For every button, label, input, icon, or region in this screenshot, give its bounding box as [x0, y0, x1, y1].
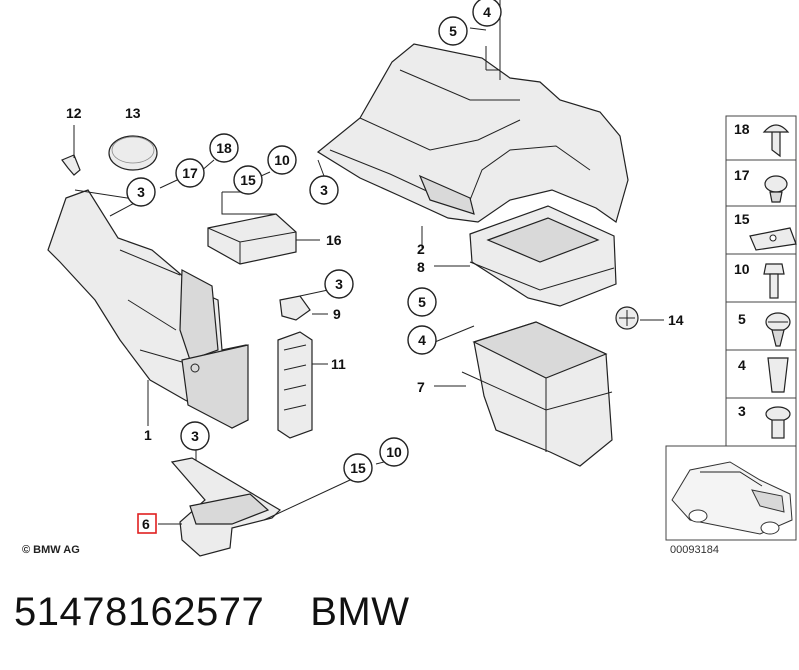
label-13: 13 [125, 105, 141, 121]
svg-text:3: 3 [335, 276, 343, 292]
legend-item-18: 18 [734, 121, 790, 158]
fastener-legend: 18 17 15 10 5 4 3 [725, 115, 797, 447]
label-8: 8 [417, 259, 425, 275]
callout-17: 17 [182, 165, 198, 181]
legend-item-5: 5 [738, 311, 791, 347]
brand-name: BMW [310, 589, 410, 634]
svg-text:15: 15 [734, 211, 750, 227]
car-thumbnail [665, 445, 797, 541]
svg-text:18: 18 [734, 121, 750, 137]
callout-5-a: 5 [449, 23, 457, 39]
part-2-trunk-trim [316, 43, 629, 223]
legend-item-17: 17 [734, 167, 788, 203]
callout-3-b: 3 [335, 276, 343, 292]
svg-text:17: 17 [182, 165, 198, 181]
svg-text:3: 3 [137, 184, 145, 200]
callout-4-b: 4 [418, 332, 426, 348]
svg-text:5: 5 [449, 23, 457, 39]
part-14-plug [615, 306, 639, 330]
svg-text:16: 16 [326, 232, 342, 248]
svg-text:17: 17 [734, 167, 750, 183]
part-12-clip [61, 154, 81, 176]
svg-text:10: 10 [386, 444, 402, 460]
svg-text:1: 1 [144, 427, 152, 443]
svg-text:18: 18 [216, 140, 232, 156]
part-6-tray [170, 457, 281, 557]
part-8-frame [469, 205, 617, 307]
part-13-cover [108, 135, 158, 171]
part-11-strip [277, 331, 313, 439]
svg-text:14: 14 [668, 312, 684, 328]
part-9-bracket [279, 295, 311, 321]
parts-diagram: 3 17 18 15 10 3 3 5 4 5 4 3 15 10 12 13 … [22, 0, 797, 557]
svg-text:15: 15 [240, 172, 256, 188]
footer-caption: 51478162577 BMW [14, 582, 409, 642]
legend-item-10: 10 [734, 261, 785, 299]
part-1-side-trim [47, 189, 249, 429]
svg-text:6: 6 [142, 516, 150, 532]
callout-18: 18 [216, 140, 232, 156]
callout-3-d: 3 [191, 428, 199, 444]
svg-text:9: 9 [333, 306, 341, 322]
part-number: 51478162577 [14, 589, 265, 634]
copyright-text: © BMW AG [22, 544, 80, 556]
callout-10-b: 10 [386, 444, 402, 460]
label-2: 2 [417, 241, 425, 257]
callout-3-c: 3 [320, 182, 328, 198]
svg-text:4: 4 [738, 357, 746, 373]
svg-text:5: 5 [738, 311, 746, 327]
label-16: 16 [326, 232, 342, 248]
legend-item-15: 15 [734, 211, 797, 251]
svg-text:3: 3 [320, 182, 328, 198]
svg-text:3: 3 [738, 403, 746, 419]
svg-text:8: 8 [417, 259, 425, 275]
label-11: 11 [331, 356, 346, 372]
label-14: 14 [668, 312, 684, 328]
callout-5-b: 5 [418, 294, 426, 310]
svg-text:15: 15 [350, 460, 366, 476]
svg-text:10: 10 [734, 261, 750, 277]
label-1: 1 [144, 427, 152, 443]
callout-3-a: 3 [137, 184, 145, 200]
part-7-box [461, 321, 613, 467]
label-9: 9 [333, 306, 341, 322]
legend-item-3: 3 [738, 403, 791, 439]
label-12: 12 [66, 105, 82, 121]
svg-text:4: 4 [483, 4, 491, 20]
svg-text:7: 7 [417, 379, 425, 395]
svg-text:4: 4 [418, 332, 426, 348]
svg-text:5: 5 [418, 294, 426, 310]
svg-text:13: 13 [125, 105, 141, 121]
svg-text:3: 3 [191, 428, 199, 444]
legend-item-4: 4 [738, 357, 789, 393]
svg-text:2: 2 [417, 241, 425, 257]
label-7: 7 [417, 379, 425, 395]
callout-10-a: 10 [274, 152, 290, 168]
part-16-module [207, 192, 297, 265]
callout-circles [126, 0, 502, 483]
svg-text:10: 10 [274, 152, 290, 168]
svg-text:12: 12 [66, 105, 82, 121]
callout-6-highlighted: 6 [137, 513, 157, 534]
svg-text:11: 11 [331, 356, 346, 372]
callout-15-b: 15 [350, 460, 366, 476]
callout-15-a: 15 [240, 172, 256, 188]
image-code: 00093184 [670, 544, 719, 556]
callout-4-a: 4 [483, 4, 491, 20]
